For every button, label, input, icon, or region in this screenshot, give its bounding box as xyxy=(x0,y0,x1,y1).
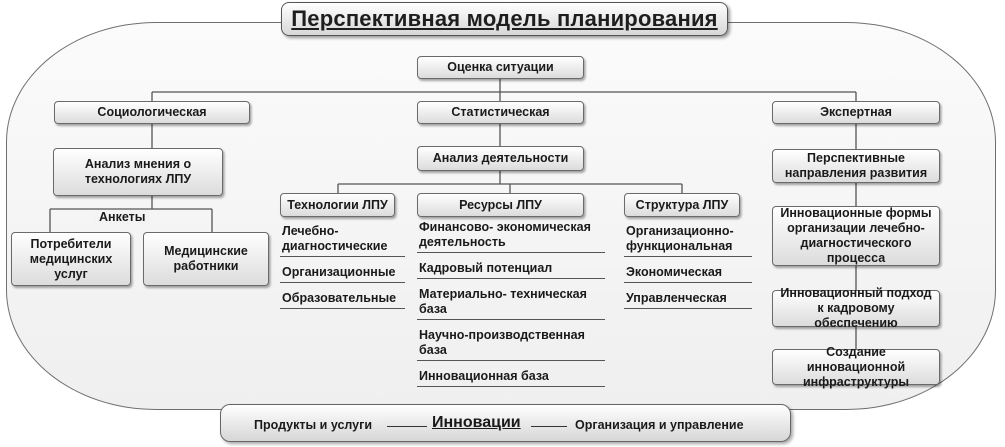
bottom-dash-right xyxy=(531,426,567,428)
node-consumers: Потребители медицинских услуг xyxy=(11,232,131,286)
technologies-list: Лечебно-диагностические Организационные … xyxy=(280,222,405,315)
node-infrastructure: Создание инновационной инфраструктуры xyxy=(772,345,940,389)
node-expert: Экспертная xyxy=(772,101,940,124)
bottom-left-label: Продукты и услуги xyxy=(254,418,373,432)
bottom-right-label: Организация и управление xyxy=(575,418,744,432)
node-medical-workers: Медицинские работники xyxy=(143,232,269,286)
list-item: Экономическая xyxy=(624,263,752,283)
list-item: Организационные xyxy=(280,263,405,283)
list-item: Лечебно-диагностические xyxy=(280,222,405,257)
list-item: Образовательные xyxy=(280,289,405,309)
group-structure: Структура ЛПУ xyxy=(624,193,740,217)
survey-label: Анкеты xyxy=(95,210,150,224)
node-innovative-forms: Инновационные формы организации лечебно-… xyxy=(772,206,940,266)
root-node: Оценка ситуации xyxy=(417,56,584,79)
list-item: Материально- техническая база xyxy=(417,285,605,320)
bottom-center-label: Инновации xyxy=(432,414,521,431)
node-activity-analysis: Анализ деятельности xyxy=(417,146,584,171)
node-statistical: Статистическая xyxy=(417,101,584,124)
node-sociological: Социологическая xyxy=(54,101,250,124)
structure-list: Организационно-функциональная Экономичес… xyxy=(624,222,752,315)
list-item: Кадровый потенциал xyxy=(417,259,605,279)
list-item: Управленческая xyxy=(624,289,752,309)
list-item: Научно-производственная база xyxy=(417,326,605,361)
resources-list: Финансово- экономическая деятельность Ка… xyxy=(417,218,605,393)
page-title: Перспективная модель планирования xyxy=(291,6,718,31)
title-box: Перспективная модель планирования xyxy=(281,2,728,36)
group-technologies: Технологии ЛПУ xyxy=(280,193,395,217)
node-opinion-analysis: Анализ мнения о технологиях ЛПУ xyxy=(53,148,223,196)
node-staffing-approach: Инновационный подход к кадровому обеспеч… xyxy=(772,286,940,330)
bottom-dash-left xyxy=(387,426,427,428)
innovations-bar: Продукты и услуги Инновации Организация … xyxy=(220,404,791,442)
group-resources: Ресурсы ЛПУ xyxy=(417,193,584,217)
list-item: Финансово- экономическая деятельность xyxy=(417,218,605,253)
list-item: Инновационная база xyxy=(417,367,605,387)
list-item: Организационно-функциональная xyxy=(624,222,752,257)
node-development-directions: Перспективные направления развития xyxy=(772,149,940,183)
